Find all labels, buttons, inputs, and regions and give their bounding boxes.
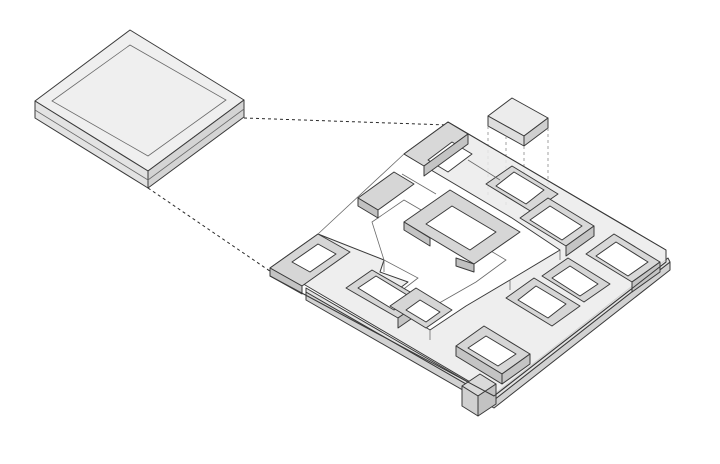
slab-icon: [34, 29, 245, 189]
projection-lines: [147, 117, 449, 281]
grid-frame-icon: [269, 121, 671, 417]
cube-icon: [487, 97, 549, 214]
